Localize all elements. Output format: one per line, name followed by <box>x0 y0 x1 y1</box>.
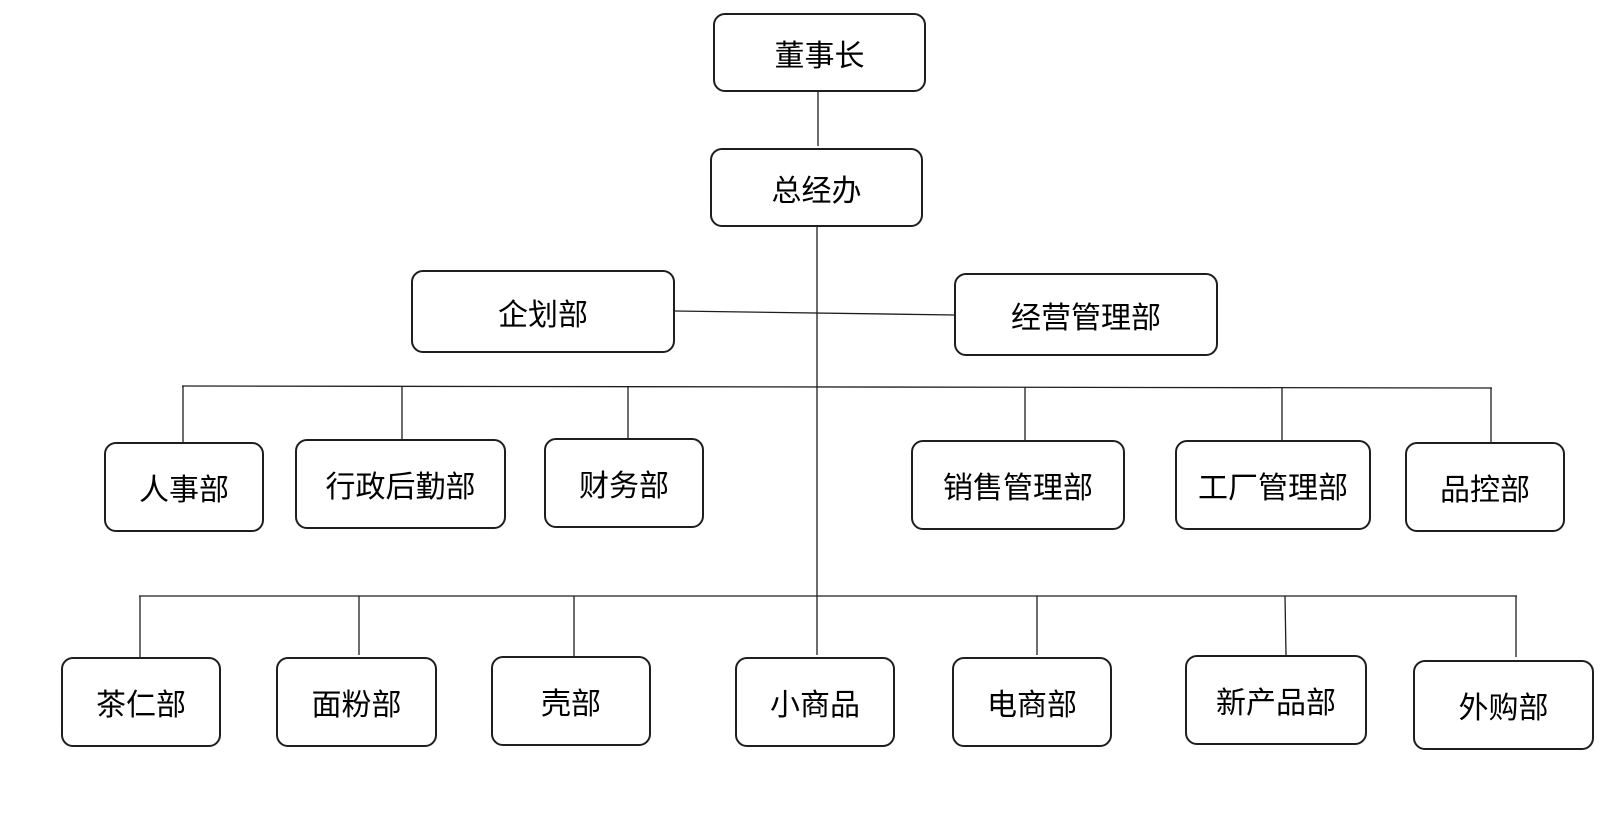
node-tea-kernel-dept-label: 茶仁部 <box>96 688 186 723</box>
node-finance-dept: 财务部 <box>544 438 704 528</box>
node-shell-dept-label: 壳部 <box>541 687 601 722</box>
node-finance-dept-label: 财务部 <box>579 469 669 504</box>
node-shell-dept: 壳部 <box>491 656 651 746</box>
node-factory-mgmt-dept-label: 工厂管理部 <box>1198 471 1348 506</box>
node-operations-mgmt-dept: 经营管理部 <box>954 273 1218 356</box>
node-planning-dept-label: 企划部 <box>498 297 588 333</box>
connector-level3-bus <box>181 385 1493 389</box>
node-factory-mgmt-dept: 工厂管理部 <box>1175 440 1371 530</box>
node-quality-control-dept: 品控部 <box>1405 442 1565 532</box>
node-external-purchase-dept: 外购部 <box>1413 660 1594 750</box>
node-planning-dept: 企划部 <box>411 270 675 353</box>
node-ecommerce-dept: 电商部 <box>952 657 1112 747</box>
node-chairman-label: 董事长 <box>774 38 865 74</box>
node-flour-dept-label: 面粉部 <box>311 688 402 723</box>
node-tea-kernel-dept: 茶仁部 <box>61 657 221 747</box>
node-operations-mgmt-dept-label: 经营管理部 <box>1011 300 1161 336</box>
node-gm-office: 总经办 <box>710 148 923 227</box>
node-sales-mgmt-dept-label: 销售管理部 <box>943 471 1093 506</box>
connector-planning-operations <box>674 310 956 316</box>
node-new-product-dept-label: 新产品部 <box>1216 686 1336 721</box>
node-chairman: 董事长 <box>713 13 926 92</box>
node-hr-dept-label: 人事部 <box>139 473 229 508</box>
node-flour-dept: 面粉部 <box>276 657 437 747</box>
node-small-goods-label: 小商品 <box>770 688 860 723</box>
node-hr-dept: 人事部 <box>104 442 264 532</box>
node-quality-control-dept-label: 品控部 <box>1440 473 1530 508</box>
node-external-purchase-dept-label: 外购部 <box>1458 691 1549 726</box>
node-admin-logistics-dept: 行政后勤部 <box>295 439 506 529</box>
node-admin-logistics-dept-label: 行政后勤部 <box>325 470 476 505</box>
node-gm-office-label: 总经办 <box>771 173 862 209</box>
node-sales-mgmt-dept: 销售管理部 <box>911 440 1125 530</box>
node-small-goods: 小商品 <box>735 657 895 747</box>
connector-level4-drop-5 <box>1284 595 1287 656</box>
node-ecommerce-dept-label: 电商部 <box>987 688 1077 723</box>
node-new-product-dept: 新产品部 <box>1185 655 1367 745</box>
